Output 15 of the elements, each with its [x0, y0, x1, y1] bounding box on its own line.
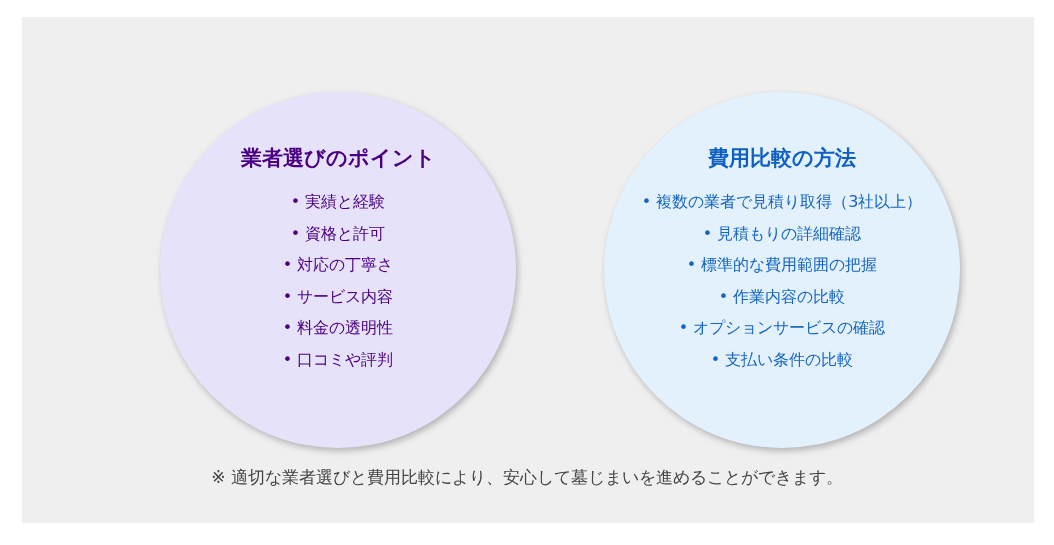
- list-item: • 標準的な費用範囲の把握: [686, 254, 878, 276]
- list-item: • 複数の業者で見積り取得（3社以上）: [641, 191, 923, 213]
- list-item: • 作業内容の比較: [718, 285, 846, 308]
- list-item: • 実績と経験: [290, 191, 386, 213]
- list-item: • サービス内容: [282, 285, 394, 308]
- list-item: • 口コミや評判: [282, 348, 394, 371]
- footnote: ※ 適切な業者選びと費用比較により、安心して墓じまいを進めることができます。: [210, 466, 844, 489]
- circle-heading: 費用比較の方法: [708, 145, 856, 172]
- list-item: • 資格と許可: [290, 222, 386, 245]
- list-item: • 対応の丁寧さ: [282, 254, 394, 276]
- list-item: • オプションサービスの確認: [678, 317, 886, 339]
- list-item: • 支払い条件の比較: [710, 348, 854, 371]
- list-item: • 料金の透明性: [282, 317, 394, 339]
- list-item: • 見積もりの詳細確認: [702, 222, 862, 245]
- circle-heading: 業者選びのポイント: [240, 145, 436, 172]
